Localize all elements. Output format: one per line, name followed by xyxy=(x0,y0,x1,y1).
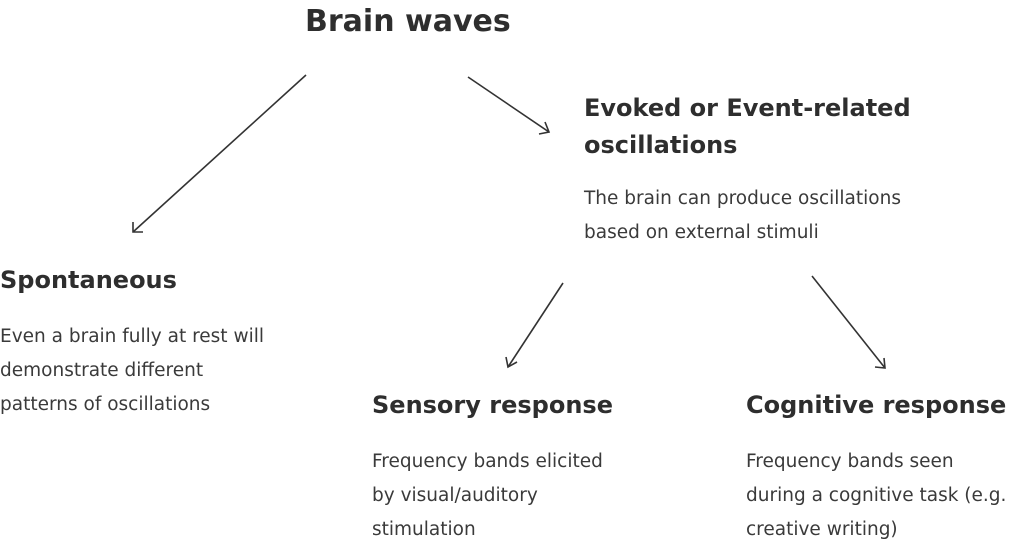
description-line: by visual/auditory xyxy=(372,485,538,506)
node-heading: Cognitive response xyxy=(746,391,1007,419)
heading-line: Evoked or Event-related xyxy=(584,94,911,122)
node-heading: Sensory response xyxy=(372,391,613,419)
node-description: The brain can produce oscillations based… xyxy=(584,182,964,250)
description-line: The brain can produce oscillations xyxy=(584,188,901,209)
description-line: during a cognitive task (e.g. xyxy=(746,485,1007,506)
arrow-to-spontaneous xyxy=(132,74,307,233)
node-description: Even a brain fully at rest will demonstr… xyxy=(0,320,310,422)
node-evoked-oscillations: Evoked or Event-related oscillations The… xyxy=(584,90,964,250)
node-description: Frequency bands seen during a cognitive … xyxy=(746,445,1021,547)
node-sensory-response: Sensory response Frequency bands elicite… xyxy=(372,387,662,547)
arrow-to-sensory xyxy=(505,282,564,369)
description-line: Frequency bands seen xyxy=(746,451,954,472)
description-line: demonstrate different xyxy=(0,360,204,381)
node-description: Frequency bands elicited by visual/audit… xyxy=(372,445,662,547)
description-line: Even a brain fully at rest will xyxy=(0,326,264,347)
description-line: based on external stimuli xyxy=(584,222,819,243)
arrow-to-cognitive xyxy=(811,275,886,369)
heading-line: oscillations xyxy=(584,131,738,159)
description-line: patterns of oscillations xyxy=(0,394,211,415)
node-cognitive-response: Cognitive response Frequency bands seen … xyxy=(746,387,1021,547)
description-line: stimulation xyxy=(372,519,476,540)
diagram-title: Brain waves xyxy=(305,4,511,39)
arrow-to-evoked xyxy=(467,76,551,135)
description-line: creative writing) xyxy=(746,519,898,540)
node-heading: Spontaneous xyxy=(0,266,177,294)
description-line: Frequency bands elicited xyxy=(372,451,603,472)
node-heading: Evoked or Event-related oscillations xyxy=(584,90,964,164)
node-spontaneous: Spontaneous Even a brain fully at rest w… xyxy=(0,262,310,422)
